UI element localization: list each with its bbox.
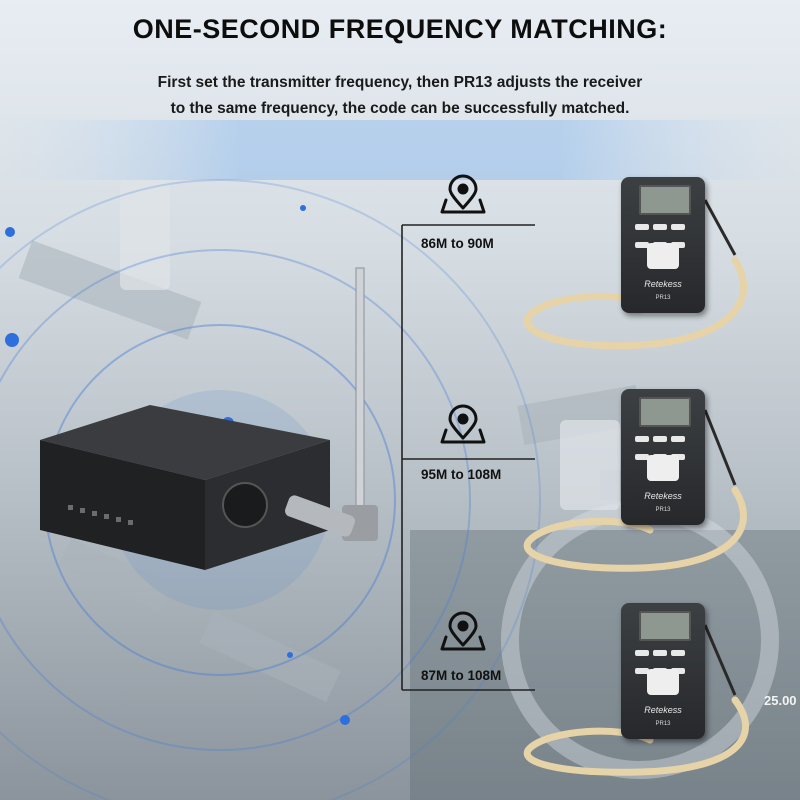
receiver-power-pad — [647, 243, 679, 269]
receiver-device-2: Retekess PR13 — [621, 389, 705, 525]
subtitle-line-1: First set the transmitter frequency, the… — [157, 74, 643, 91]
receiver-brand: Retekess — [644, 705, 682, 715]
frequency-label-2: 95M to 108M — [421, 467, 502, 482]
receiver-brand: Retekess — [644, 491, 682, 501]
receiver-model: PR13 — [655, 721, 671, 727]
receiver-power-pad — [647, 455, 679, 481]
subtitle-line-2: to the same frequency, the code can be s… — [170, 100, 630, 117]
receiver-display — [639, 397, 691, 427]
receiver-power-pad — [647, 669, 679, 695]
receiver-device-3: Retekess PR13 — [621, 603, 705, 739]
page-subtitle: First set the transmitter frequency, the… — [0, 70, 800, 122]
frequency-label-1: 86M to 90M — [421, 236, 494, 251]
receiver-display — [639, 611, 691, 641]
background-screen-number: 25.00 — [764, 693, 797, 708]
page-title: ONE-SECOND FREQUENCY MATCHING: — [132, 14, 668, 44]
receiver-display — [639, 185, 691, 215]
receiver-brand: Retekess — [644, 279, 682, 289]
receiver-device-1: Retekess PR13 — [621, 177, 705, 313]
frequency-label-3: 87M to 108M — [421, 668, 502, 683]
receiver-model: PR13 — [655, 507, 671, 513]
receiver-model: PR13 — [655, 295, 671, 301]
